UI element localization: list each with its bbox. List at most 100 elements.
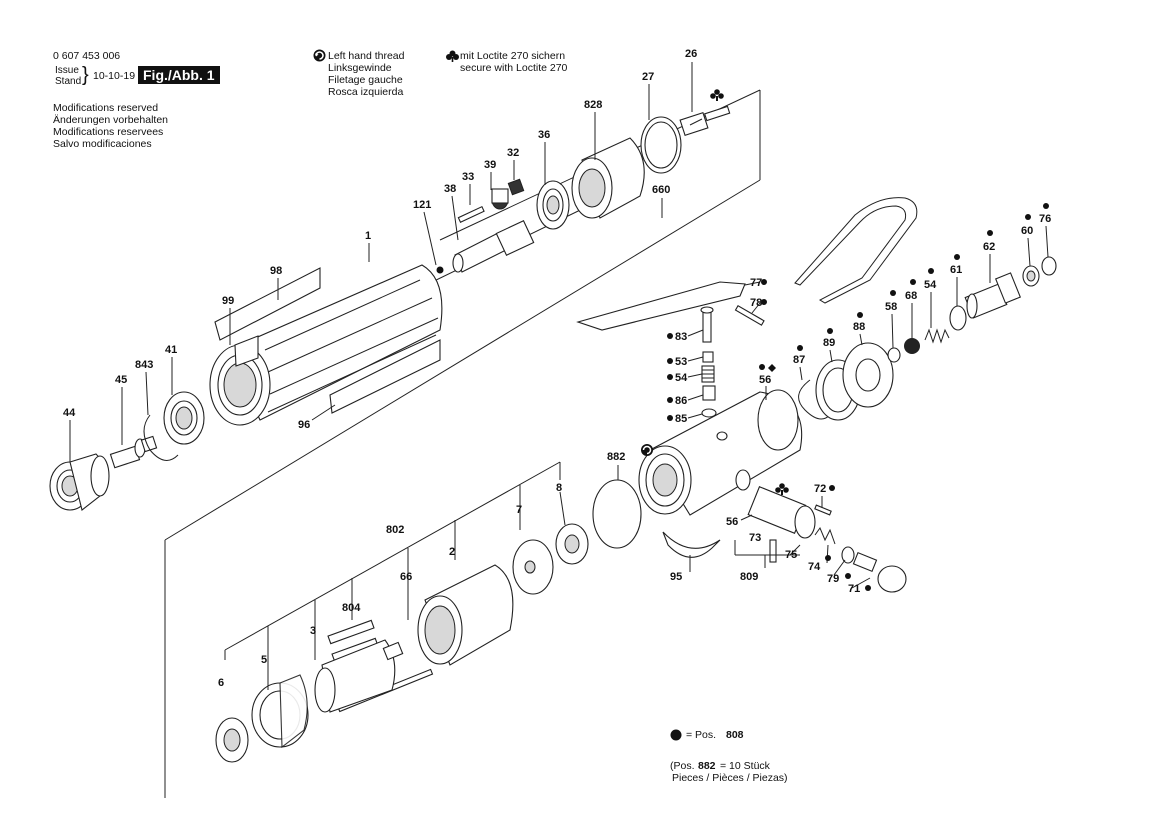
part-95-shield	[662, 531, 721, 558]
assembly-809-bracket	[734, 540, 800, 568]
label-83: 83	[675, 331, 687, 343]
label-26: 26	[685, 48, 697, 60]
club-icon	[446, 50, 459, 62]
label-99: 99	[222, 295, 234, 307]
label-98: 98	[270, 265, 282, 277]
part-8-bearing	[555, 523, 589, 565]
part-54-spring	[924, 328, 950, 344]
footer-note-suffix: = 10 Stück	[720, 760, 770, 772]
stand-label: Stand	[55, 76, 82, 87]
label-77: 77	[750, 277, 762, 289]
label-8: 8	[556, 482, 562, 494]
label-39: 39	[484, 159, 496, 171]
part-77-lever	[576, 281, 746, 331]
label-58: 58	[885, 301, 897, 313]
label-2: 2	[449, 546, 455, 558]
left-hand-line-4: Rosca izquierda	[328, 86, 404, 98]
label-36: 36	[538, 129, 550, 141]
label-53: 53	[675, 356, 687, 368]
label-72: 72	[814, 483, 826, 495]
club-marker-26	[710, 89, 724, 101]
left-hand-line-3: Filetage gauche	[328, 74, 403, 86]
label-33: 33	[462, 171, 474, 183]
label-660: 660	[652, 184, 670, 196]
label-828: 828	[584, 99, 602, 111]
label-38: 38	[444, 183, 456, 195]
brace: }	[82, 64, 89, 86]
part-98-sleeve	[214, 267, 321, 341]
part-2-cylinder	[417, 564, 514, 666]
part-68-ball	[904, 338, 920, 354]
part-76-o-ring	[1041, 256, 1057, 276]
part-804-blades	[327, 619, 379, 663]
part-828-ring-gear	[571, 137, 645, 219]
label-45: 45	[115, 374, 127, 386]
modifications-line-1: Modifications reserved	[53, 102, 159, 114]
part-33-pin	[457, 205, 485, 223]
part-41-bearing	[163, 391, 205, 445]
valve-stack	[700, 306, 717, 418]
part-882-o-ring	[592, 479, 642, 549]
part-843-circlip	[143, 414, 179, 461]
part-44-coupling	[49, 453, 110, 511]
label-88: 88	[853, 321, 865, 333]
label-62: 62	[983, 241, 995, 253]
modifications-line-2: Änderungen vorbehalten	[53, 114, 169, 126]
left-hand-marker-882	[641, 444, 653, 456]
footer-note-prefix: (Pos.	[670, 760, 695, 772]
part-32-gear	[507, 178, 525, 196]
part-62-inlet	[964, 272, 1022, 319]
label-5: 5	[261, 654, 267, 666]
bullet-icon	[670, 729, 682, 741]
label-61: 61	[950, 264, 962, 276]
issue-date: 10-10-19	[93, 70, 136, 82]
label-78: 78	[750, 297, 762, 309]
label-71: 71	[848, 583, 860, 595]
left-hand-line-1: Left hand thread	[328, 50, 405, 62]
figure-badge: Fig./Abb. 1	[138, 66, 220, 84]
label-76: 76	[1039, 213, 1051, 225]
diamond-marker	[768, 364, 776, 372]
label-54a: 54	[675, 372, 688, 384]
label-73: 73	[749, 532, 761, 544]
part-38-shaft	[452, 220, 535, 273]
label-804: 804	[342, 602, 361, 614]
modifications-line-3: Modifications reservees	[53, 126, 164, 138]
modifications-line-4: Salvo modificaciones	[53, 138, 152, 150]
label-54b: 54	[924, 279, 937, 291]
label-121: 121	[413, 199, 431, 211]
part-27-washer	[640, 116, 682, 174]
part-5-end-plate	[251, 674, 309, 749]
label-60: 60	[1021, 225, 1033, 237]
part-78-pin	[734, 305, 765, 326]
part-36-bearing	[536, 180, 570, 230]
label-32: 32	[507, 147, 519, 159]
label-95: 95	[670, 571, 682, 583]
footer-note-value: 882	[698, 760, 716, 772]
pos-808-markers	[667, 203, 1049, 591]
assembly-802-bracket	[224, 461, 561, 690]
label-6: 6	[218, 677, 224, 689]
part-26-spindle	[679, 105, 731, 137]
label-56b: 56	[726, 516, 738, 528]
label-7: 7	[516, 504, 522, 516]
footer-note-line2: Pieces / Pièces / Piezas)	[672, 772, 788, 784]
label-66: 66	[400, 571, 412, 583]
part-7-end-plate	[512, 539, 554, 595]
label-75: 75	[785, 549, 797, 561]
part-1-housing	[209, 264, 443, 426]
part-6-bearing	[215, 717, 249, 763]
label-1: 1	[365, 230, 371, 242]
part-809-valve	[747, 486, 907, 593]
club-marker-809	[775, 483, 789, 495]
part-87-clip	[798, 379, 831, 420]
footer-pos-value: 808	[726, 729, 744, 741]
label-44: 44	[63, 407, 76, 419]
part-121-ball	[436, 266, 444, 274]
part-labels: 26 27 828 36 32 39 33 38 121 1 98 99 41 …	[63, 48, 1051, 689]
label-89: 89	[823, 337, 835, 349]
label-809: 809	[740, 571, 758, 583]
left-hand-line-2: Linksgewinde	[328, 62, 392, 74]
